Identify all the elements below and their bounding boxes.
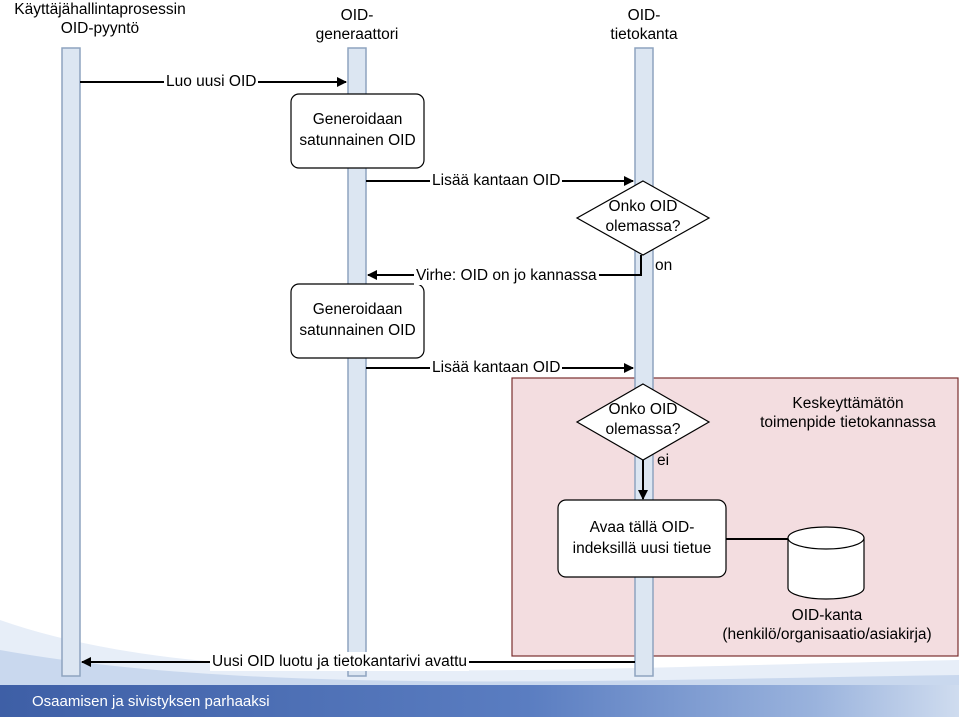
process-text-open-record: Avaa tällä OID- indeksillä uusi tietue [558, 517, 726, 559]
participant-generator-line2: generaattori [315, 26, 399, 43]
decision-text-exists-1: Onko OID olemassa? [593, 197, 693, 237]
transaction-label: Keskeyttämätön toimenpide tietokannassa [738, 394, 958, 432]
branch-label-yes: on [655, 257, 673, 274]
footer-text: Osaamisen ja sivistyksen parhaaksi [32, 693, 270, 710]
decision-text-exists-1-line1: Onko OID [608, 198, 678, 215]
process-box-generate-1 [290, 93, 425, 169]
branch-label-no: ei [657, 452, 670, 469]
process-text-open-record-line2: indeksillä uusi tietue [572, 540, 712, 557]
message-insert-2: Lisää kantaan OID [430, 358, 563, 377]
transaction-label-line2: toimenpide tietokannassa [760, 414, 936, 431]
process-text-generate-1-line1: Generoidaan [312, 111, 403, 128]
decision-exists-1 [575, 180, 711, 256]
participant-generator: OID- generaattori [297, 6, 417, 44]
message-create-oid: Luo uusi OID [164, 72, 259, 91]
message-error: Virhe: OID on jo kannassa [414, 266, 599, 285]
participant-requester: Käyttäjähallintaprosessin OID-pyyntö [0, 0, 200, 38]
footer-bar: Osaamisen ja sivistyksen parhaaksi [0, 685, 959, 717]
process-text-generate-2-line2: satunnainen OID [299, 322, 416, 339]
database-label: OID-kanta (henkilö/organisaatio/asiakirj… [697, 606, 957, 644]
participant-database-line1: OID- [627, 7, 661, 24]
process-text-generate-1-line2: satunnainen OID [299, 132, 416, 149]
transaction-label-line1: Keskeyttämätön [792, 395, 904, 412]
process-text-generate-2-line1: Generoidaan [312, 301, 403, 318]
message-result: Uusi OID luotu ja tietokantarivi avattu [210, 652, 470, 671]
footer-swoosh [0, 620, 959, 690]
decision-text-exists-2-line2: olemassa? [605, 421, 681, 438]
decision-text-exists-1-line2: olemassa? [605, 218, 681, 235]
process-box-generate-2 [290, 283, 425, 359]
lifeline-requester [61, 47, 81, 677]
message-insert-1: Lisää kantaan OID [430, 171, 563, 190]
decision-text-exists-2: Onko OID olemassa? [593, 400, 693, 440]
participant-database: OID- tietokanta [594, 6, 694, 44]
process-text-generate-1: Generoidaan satunnainen OID [291, 109, 424, 151]
database-icon [787, 526, 865, 600]
participant-requester-line1: Käyttäjähallintaprosessin [14, 1, 186, 18]
decision-exists-2 [575, 383, 711, 461]
decision-text-exists-2-line1: Onko OID [608, 401, 678, 418]
participant-database-line2: tietokanta [610, 26, 678, 43]
process-text-generate-2: Generoidaan satunnainen OID [291, 299, 424, 341]
participant-generator-line1: OID- [340, 7, 374, 24]
process-box-open-record [557, 499, 727, 578]
participant-requester-line2: OID-pyyntö [60, 20, 140, 37]
lifeline-database [634, 47, 654, 677]
lifeline-generator [347, 47, 367, 677]
database-label-line1: OID-kanta [791, 607, 863, 624]
database-label-line2: (henkilö/organisaatio/asiakirja) [722, 626, 932, 643]
process-text-open-record-line1: Avaa tällä OID- [589, 519, 695, 536]
